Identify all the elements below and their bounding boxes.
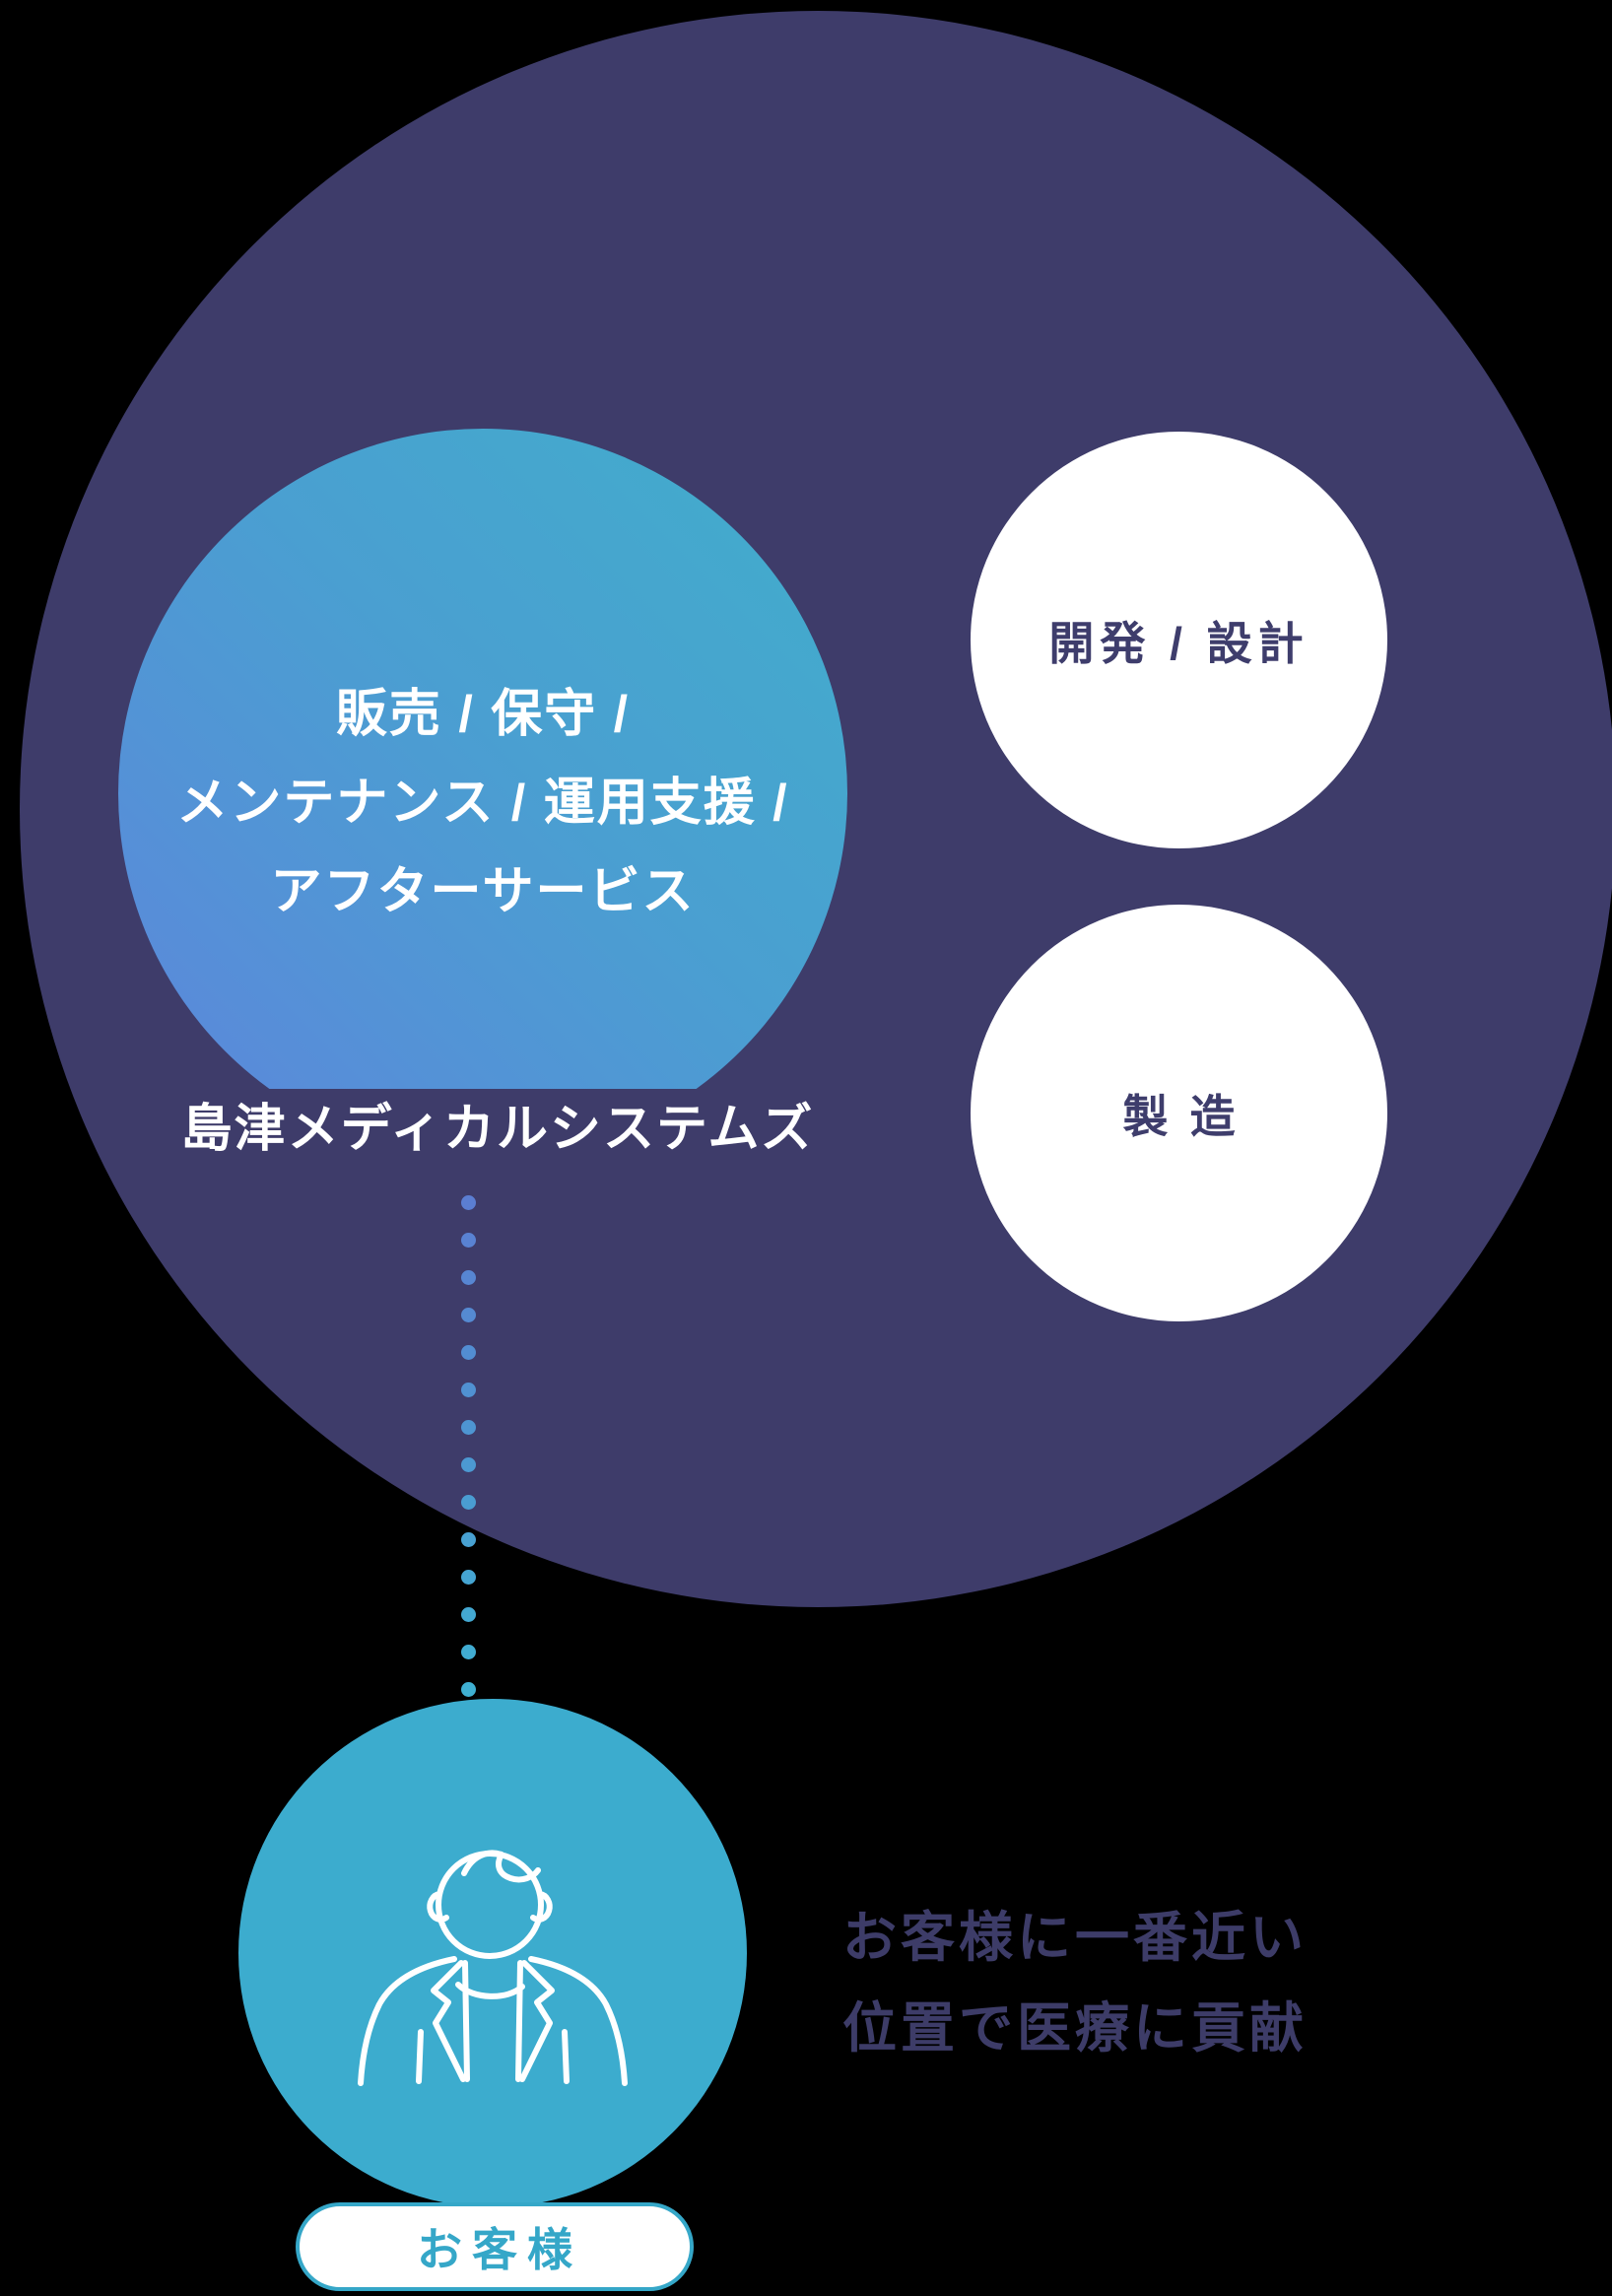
connector-dot: [460, 1531, 476, 1547]
tagline-line-1: お客様に一番近い: [842, 1907, 1309, 1968]
connector-dot: [460, 1681, 476, 1697]
manufacturing-circle: 製造: [971, 905, 1387, 1321]
connector-dot: [460, 1494, 476, 1510]
company-name-label: 島津メディカルシステムズ: [180, 1101, 815, 1158]
connector-dot: [460, 1344, 476, 1360]
tagline: お客様に一番近い 位置で医療に貢献: [842, 1892, 1308, 2073]
services-text: 販売 / 保守 / メンテナンス / 運用支援 / アフターサービス: [118, 670, 847, 936]
connector-dot: [460, 1419, 476, 1435]
connector-dot: [460, 1644, 476, 1659]
connector-dot: [460, 1232, 476, 1248]
connector-dot: [460, 1569, 476, 1585]
services-line-3: アフターサービス: [270, 863, 696, 920]
customer-circle: [238, 1699, 747, 2207]
connector-dot: [460, 1606, 476, 1622]
tagline-line-2: 位置で医療に貢献: [842, 1997, 1309, 2059]
services-line-2: メンテナンス / 運用支援 /: [176, 775, 789, 832]
customer-pill: お客様: [296, 2202, 694, 2291]
services-circle-fill: [118, 429, 847, 1089]
development-design-label: 開発 / 設計: [1048, 617, 1310, 669]
services-circle: [118, 429, 847, 1089]
development-design-circle: 開発 / 設計: [971, 432, 1387, 848]
connector-dot: [460, 1456, 476, 1472]
connector-dot: [460, 1307, 476, 1322]
connector-dot: [460, 1382, 476, 1397]
manufacturing-label: 製造: [1122, 1090, 1257, 1142]
connector-dot: [460, 1269, 476, 1285]
person-icon: [358, 1850, 628, 2086]
services-line-1: 販売 / 保守 /: [335, 686, 631, 743]
customer-pill-label: お客様: [417, 2224, 582, 2275]
connector-dot: [460, 1194, 476, 1210]
